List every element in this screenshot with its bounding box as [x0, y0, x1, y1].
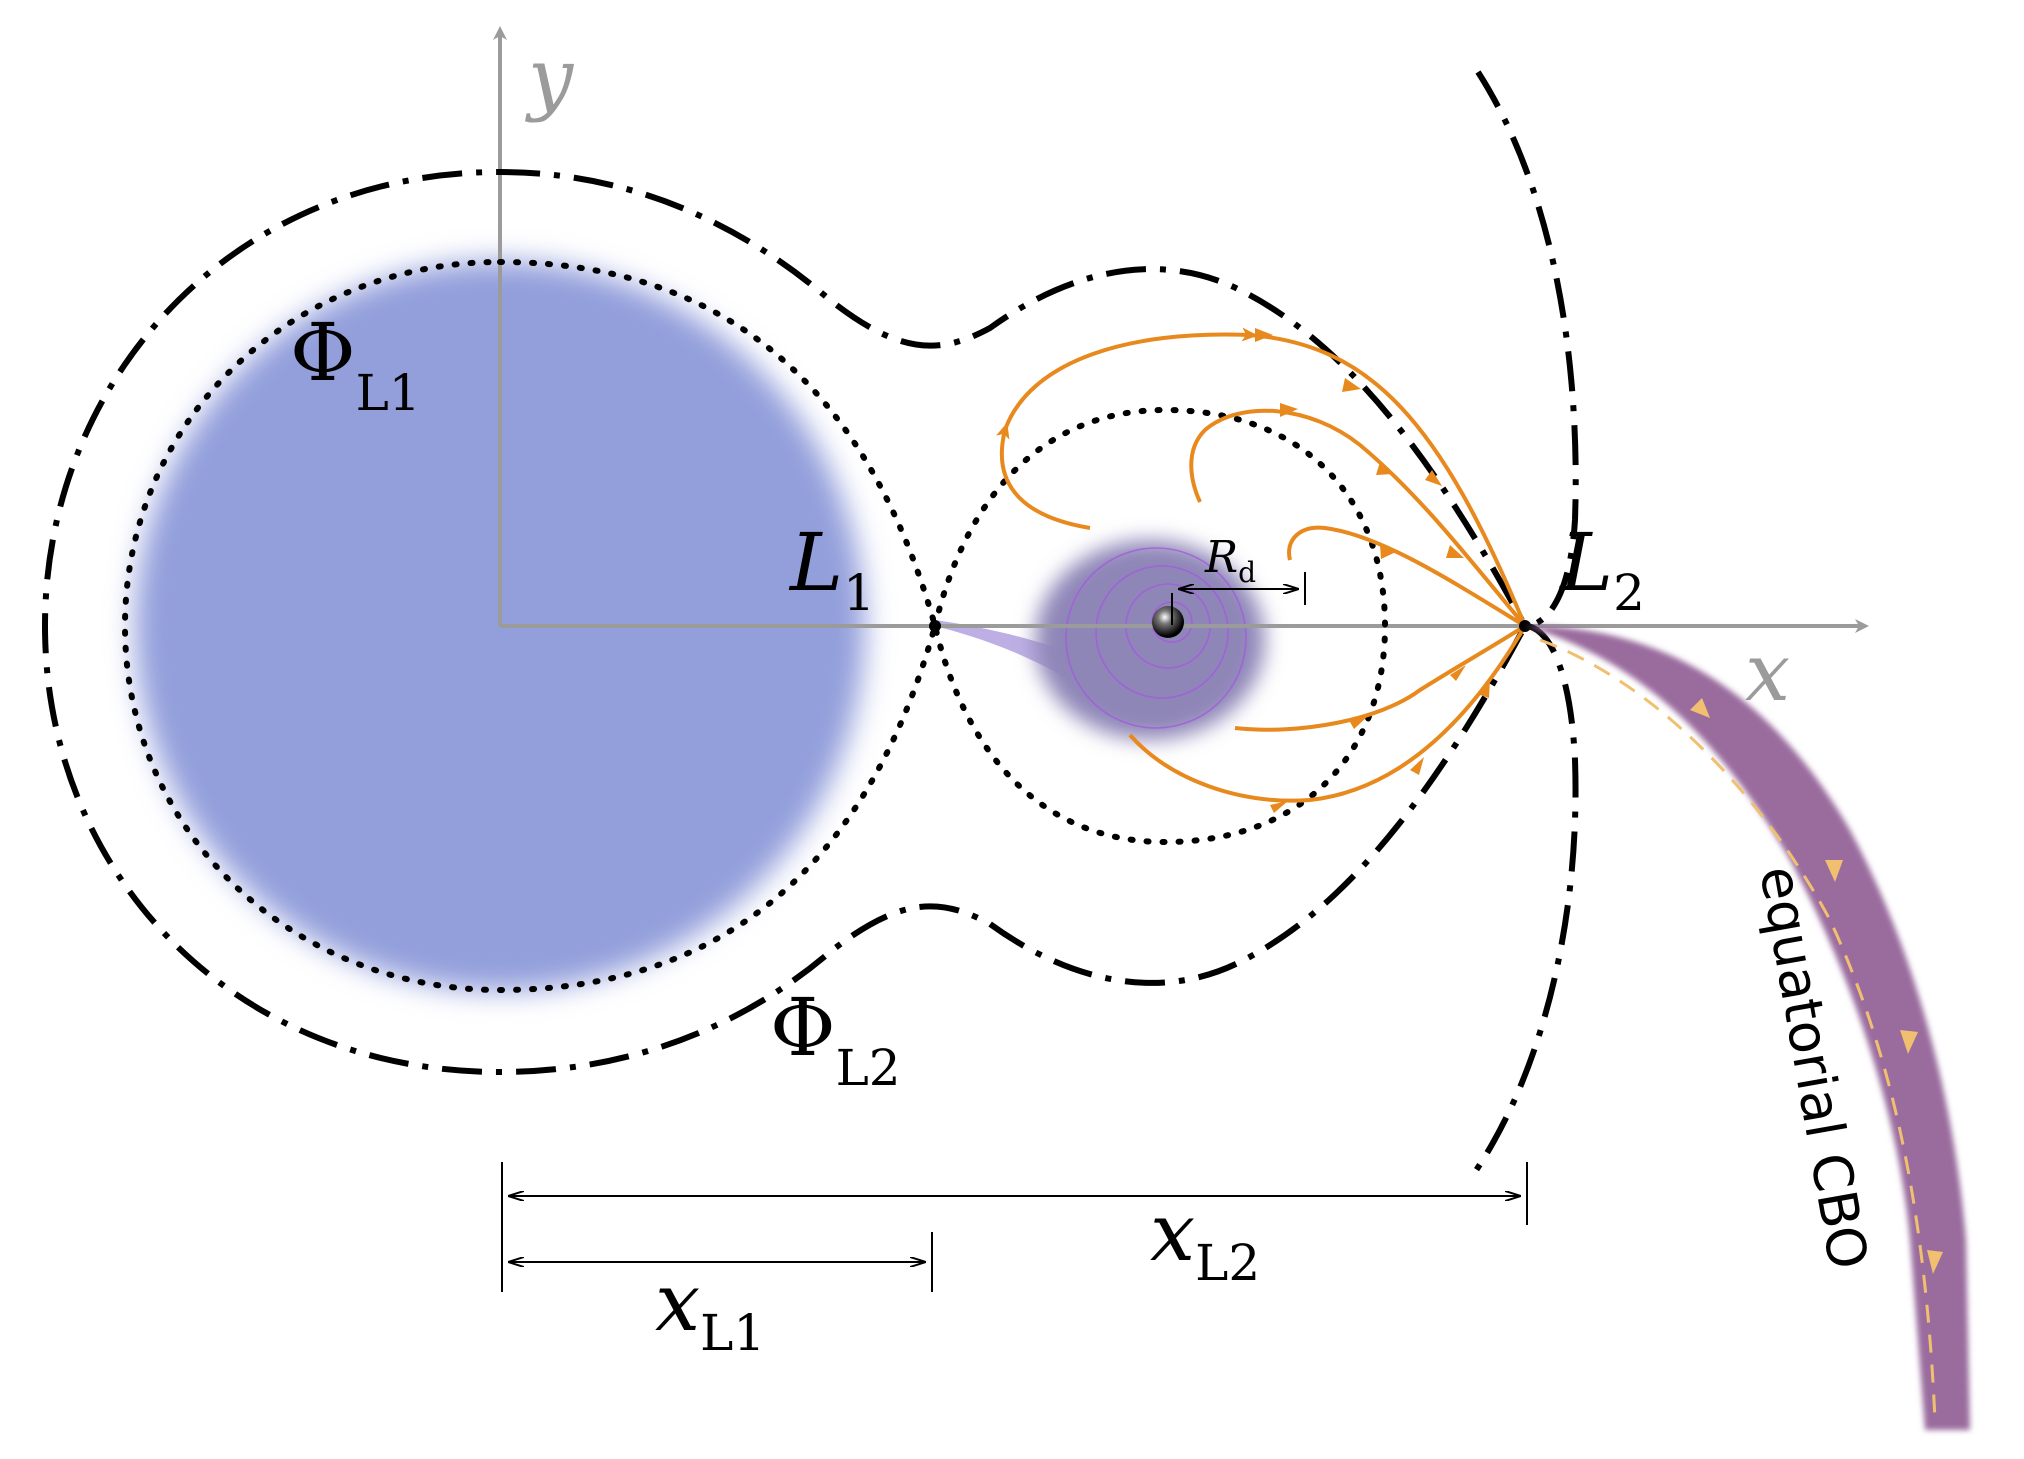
- phi-l2-contour: [41, 168, 1529, 1076]
- flow-line-1: [995, 327, 1527, 627]
- cbo-band: [1525, 625, 1970, 1430]
- cbo-arrowheads: [1690, 698, 1943, 1274]
- cbo-arrow: [1690, 698, 1710, 718]
- l2-outer-contour: [1472, 70, 1579, 1174]
- xl2-label: xL2: [1150, 1186, 1260, 1292]
- flow-arrow: [1450, 665, 1466, 681]
- flow-arrow: [1425, 470, 1442, 486]
- flow-arrow: [1350, 716, 1368, 729]
- black-sphere-icon: [1152, 606, 1184, 638]
- cbo-centerline: [1539, 638, 1937, 1421]
- flow-arrow: [1270, 801, 1288, 813]
- flow-lines: [995, 327, 1527, 803]
- cbo-arrow: [1900, 1030, 1918, 1054]
- phi-l2-label: ΦL2: [770, 981, 901, 1097]
- flow-arrow: [1376, 462, 1394, 475]
- flow-line-4: [1234, 624, 1527, 732]
- flow-arrow: [1280, 403, 1298, 417]
- cbo-arrow: [1927, 1250, 1943, 1274]
- flow-arrow: [1342, 378, 1361, 392]
- l1-label: L1: [788, 516, 875, 622]
- phi-l1-donor-lobe: [121, 258, 939, 994]
- flow-arrow: [1446, 545, 1464, 558]
- flow-arrow: [1410, 757, 1424, 775]
- flow-arrow: [1380, 545, 1398, 559]
- l1-point: [929, 620, 941, 632]
- xl1-label: xL1: [655, 1256, 765, 1362]
- rd-label: Rd: [1204, 532, 1256, 589]
- cbo-arrow: [1825, 860, 1843, 882]
- flow-line-5: [1128, 624, 1527, 803]
- phi-l1-accretor-lobe: [931, 406, 1389, 846]
- phi-l1-label: ΦL1: [290, 306, 421, 422]
- flow-arrow: [1255, 328, 1273, 342]
- flow-line-2: [1189, 408, 1527, 628]
- x-axis-label: x: [1745, 626, 1790, 719]
- y-axis-label: y: [525, 31, 575, 124]
- l2-label: L2: [1558, 516, 1645, 622]
- flow-arrowheads: [1255, 328, 1490, 813]
- flow-arrow: [1480, 679, 1490, 698]
- flow-line-3: [1287, 525, 1527, 628]
